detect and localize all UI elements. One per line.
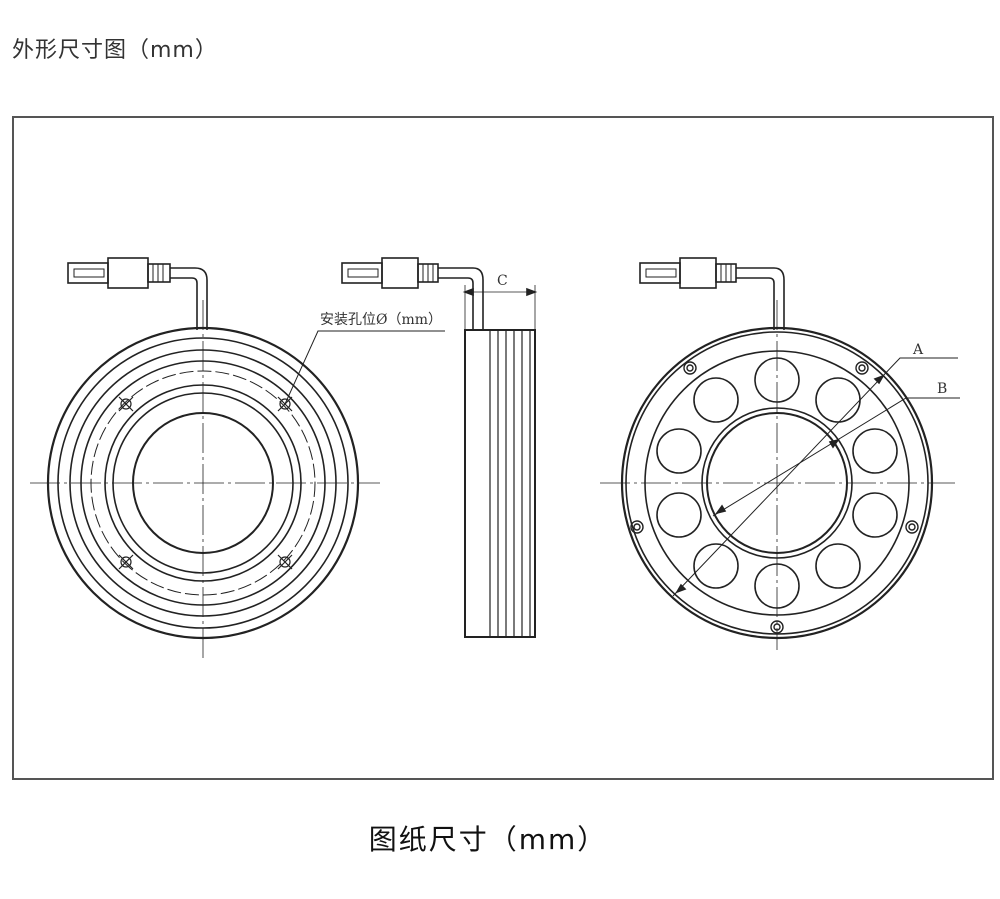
- dim-b-label: B: [937, 381, 947, 397]
- drawing-frame: [12, 116, 994, 780]
- side-view: [341, 257, 538, 638]
- screws: [630, 361, 919, 634]
- back-view: [600, 257, 960, 650]
- drawing-caption: 图纸尺寸（mm）: [368, 823, 608, 856]
- front-view: [30, 257, 445, 660]
- led-lenses: [656, 357, 898, 609]
- dim-a-label: A: [912, 342, 924, 358]
- dim-c-label: C: [497, 273, 508, 289]
- page-title: 外形尺寸图（mm）: [12, 38, 218, 63]
- mount-holes: [118, 396, 293, 570]
- mount-hole-label: 安装孔位Ø（mm）: [320, 312, 442, 328]
- connector: [67, 257, 208, 330]
